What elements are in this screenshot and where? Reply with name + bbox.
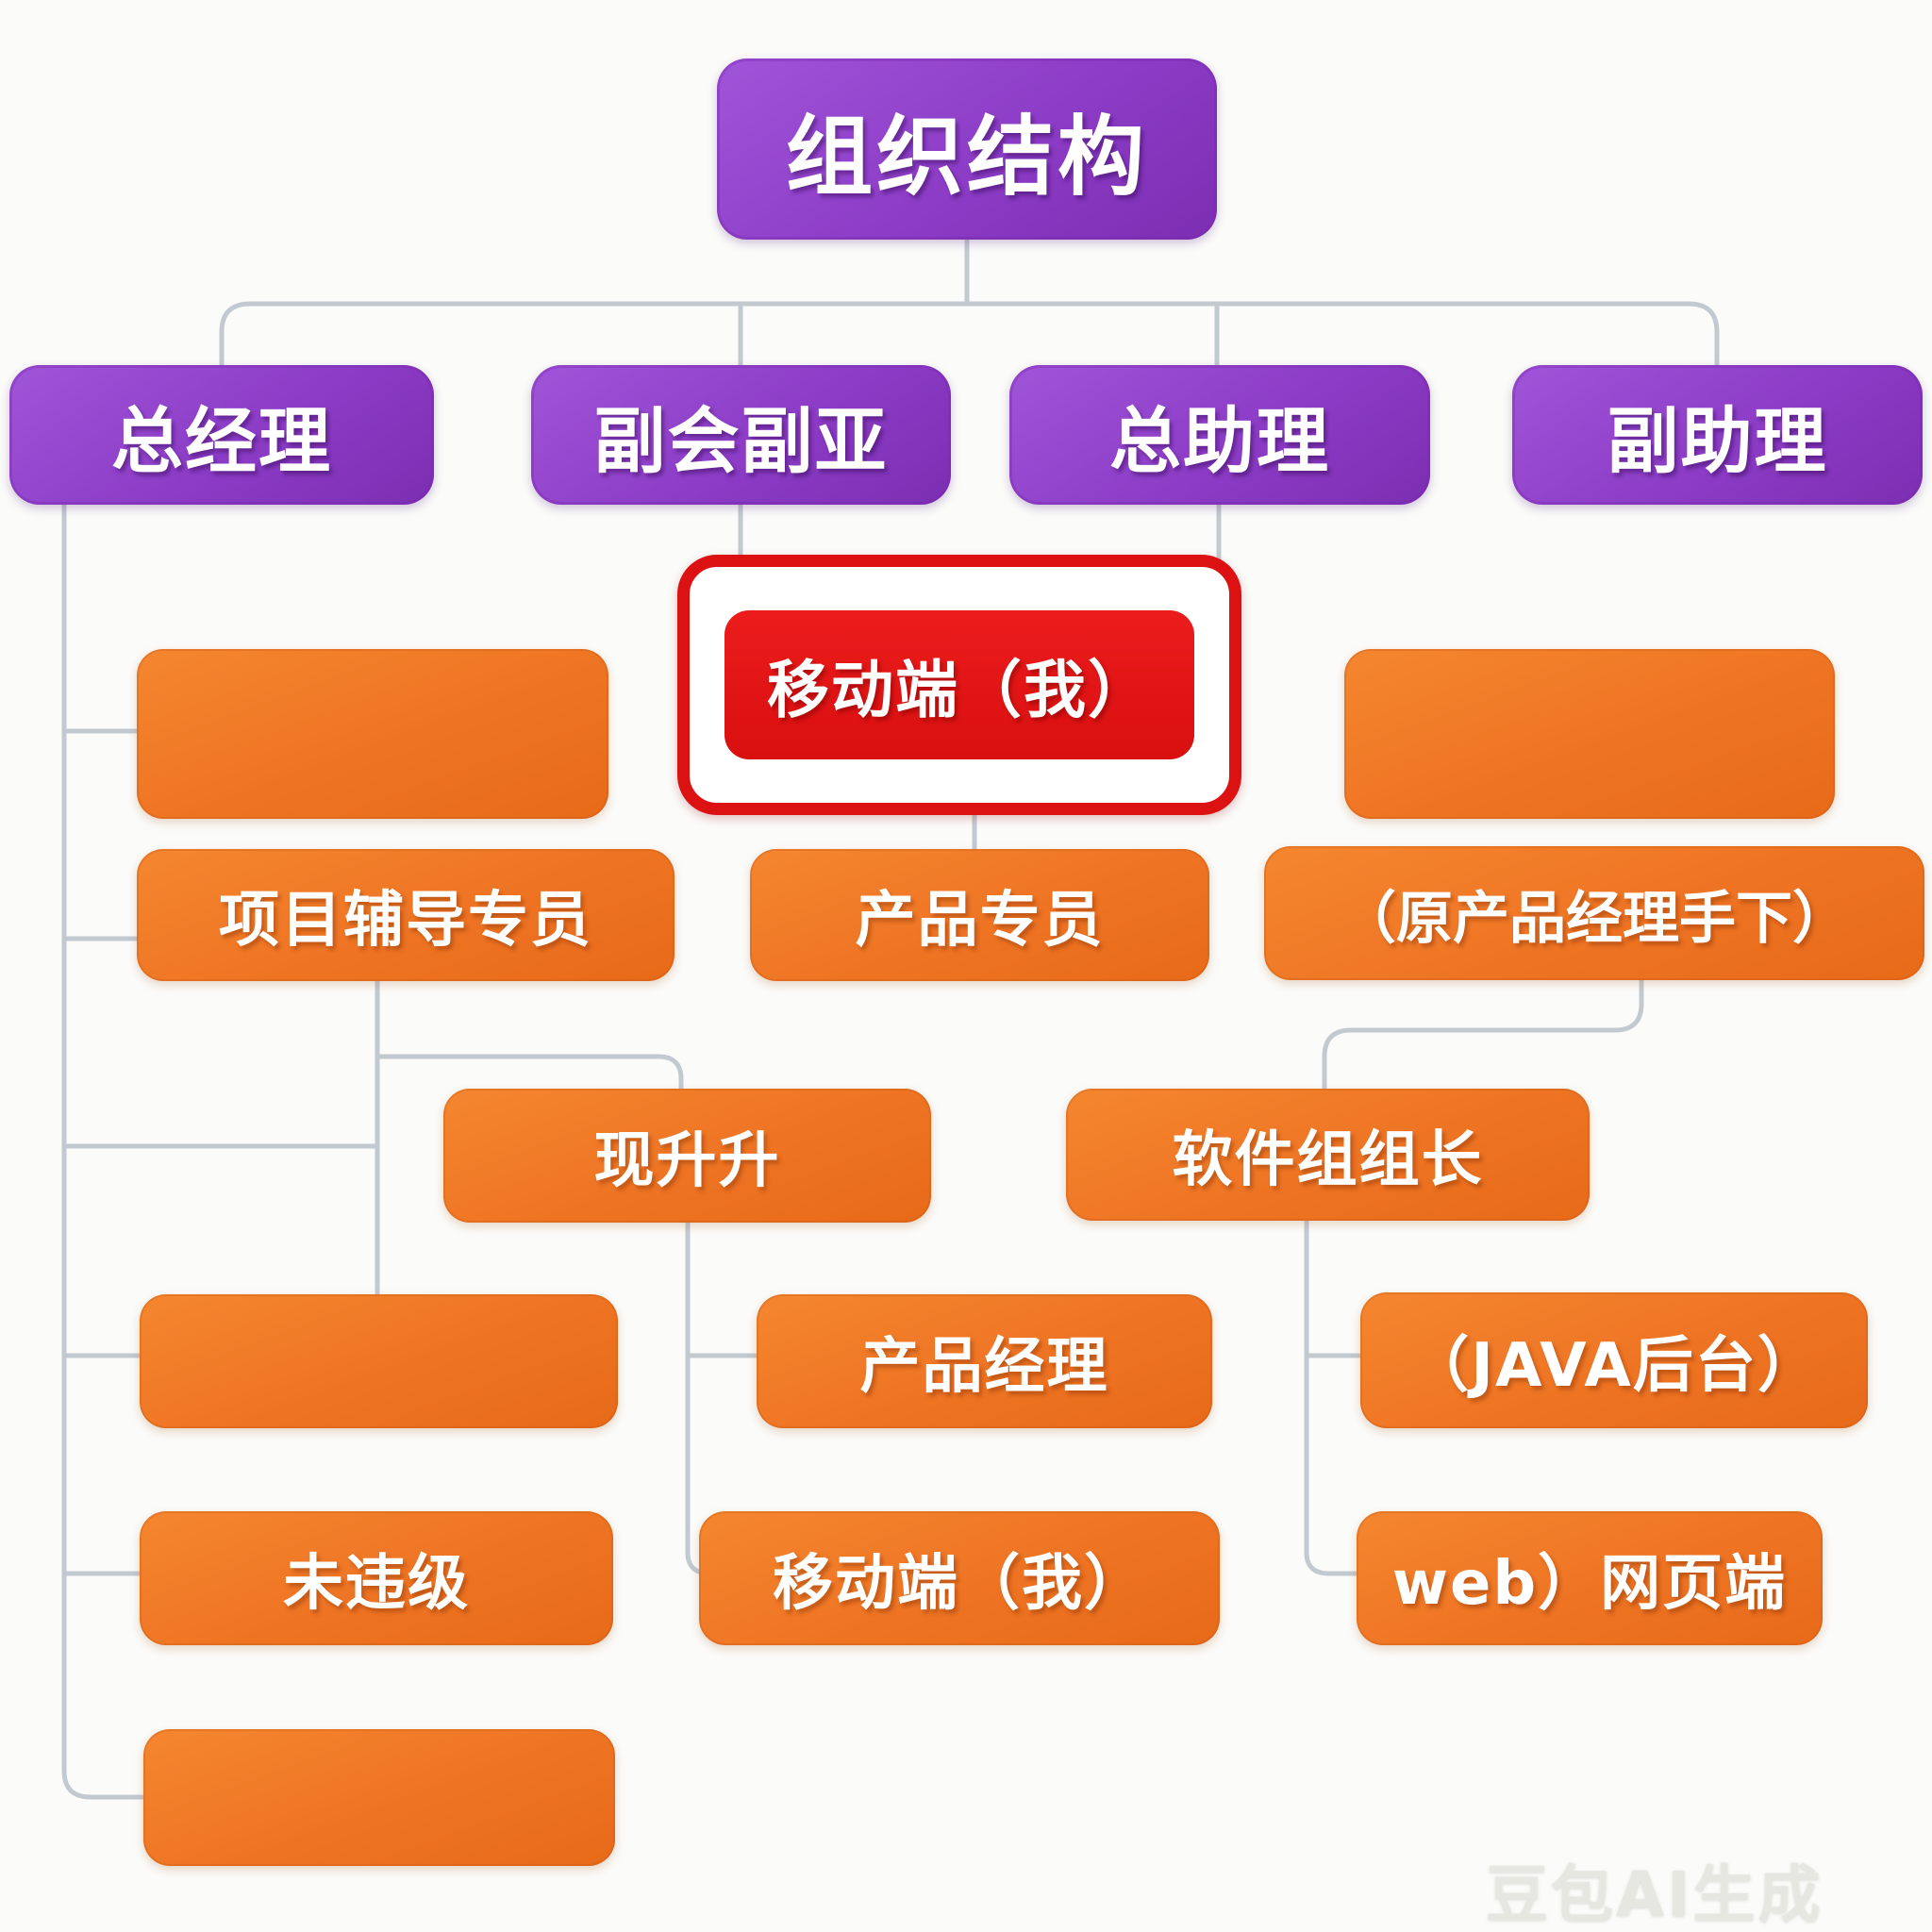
node-vice-president-label: 副会副亚: [593, 399, 889, 483]
node-wei-wei-ji-label: 未违级: [283, 1549, 470, 1619]
node-web-frontend-label: web）网页端: [1391, 1549, 1788, 1619]
node-mobile-me-highlight-inner: 移动端（我）: [724, 610, 1194, 759]
node-product-manager-label: 产品经理: [859, 1332, 1109, 1402]
node-java-backend-label: （JAVA后台）: [1408, 1331, 1820, 1401]
node-chief-assistant-label: 总助理: [1109, 399, 1330, 483]
node-product-manager: 产品经理: [757, 1294, 1212, 1428]
node-mobile-me-highlight: 移动端（我）: [677, 555, 1241, 815]
node-title: 组织结构: [717, 58, 1217, 240]
node-web-frontend: web）网页端: [1357, 1511, 1823, 1645]
node-software-group-lead: 软件组组长: [1066, 1089, 1590, 1221]
node-deputy-assistant-label: 副助理: [1607, 399, 1828, 483]
watermark-label: 豆包AI生成: [1486, 1858, 1824, 1931]
connector-to-software-lead: [1322, 977, 1644, 1091]
node-former-pm-note-label: （原产品经理手下）: [1340, 885, 1849, 952]
node-blank-row8-left: [143, 1729, 615, 1866]
connector-left-spine: [61, 502, 148, 1800]
node-chief-assistant: 总助理: [1009, 365, 1430, 505]
node-general-manager-label: 总经理: [111, 399, 332, 483]
node-wei-wei-ji: 未违级: [140, 1511, 613, 1645]
node-project-coach: 项目辅导专员: [137, 849, 675, 981]
node-blank-row6-left: [140, 1294, 618, 1428]
connector-to-xianshengsheng: [375, 1054, 684, 1091]
node-blank-row3-right: [1344, 649, 1835, 819]
node-former-pm-note: （原产品经理手下）: [1264, 846, 1924, 980]
node-blank-row3-left: [137, 649, 608, 819]
node-mobile-me: 移动端（我）: [699, 1511, 1220, 1645]
connector-swl-down: [1304, 1216, 1367, 1576]
node-software-group-lead-label: 软件组组长: [1172, 1125, 1484, 1195]
connector-top-rail: [219, 301, 1720, 368]
node-xian-sheng-sheng-label: 现升升: [593, 1126, 781, 1196]
node-vice-president: 副会副亚: [531, 365, 951, 505]
node-mobile-me-highlight-label: 移动端（我）: [767, 654, 1152, 726]
node-java-backend: （JAVA后台）: [1360, 1292, 1868, 1428]
node-xian-sheng-sheng: 现升升: [443, 1089, 931, 1223]
node-product-specialist: 产品专员: [750, 849, 1209, 981]
node-mobile-me-label: 移动端（我）: [773, 1549, 1146, 1619]
node-deputy-assistant: 副助理: [1512, 365, 1923, 505]
node-general-manager: 总经理: [9, 365, 434, 505]
node-project-coach-label: 项目辅导专员: [219, 886, 592, 956]
node-title-label: 组织结构: [785, 106, 1148, 208]
node-product-specialist-label: 产品专员: [855, 886, 1105, 956]
watermark: 豆包AI生成: [1486, 1844, 1824, 1932]
